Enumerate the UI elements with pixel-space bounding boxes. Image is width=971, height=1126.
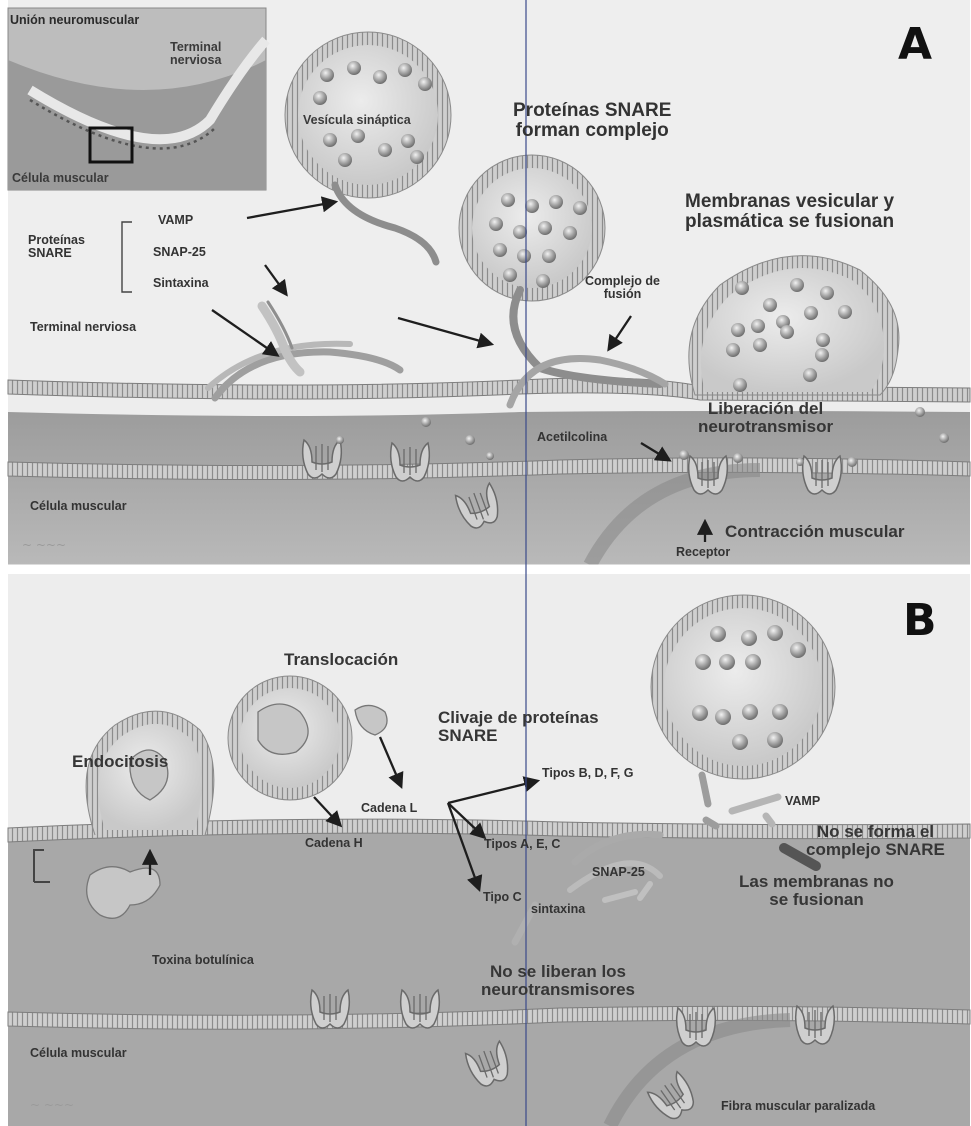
toxina-label: Toxina botulínica — [152, 954, 254, 967]
translocacion-label: Translocación — [284, 651, 398, 669]
receptor-icon — [391, 443, 430, 481]
vamp-label: VAMP — [158, 214, 193, 227]
inset-neuromuscular — [8, 8, 266, 190]
inset-terminal-label: Terminal nerviosa — [170, 41, 221, 67]
no-fusionan-label: Las membranas no se fusionan — [739, 873, 894, 909]
snare-heading: Proteínas SNARE forman complejo — [513, 101, 671, 141]
snap25-b-label: SNAP-25 — [592, 866, 645, 879]
celula-muscular-b-label: Célula muscular — [30, 1047, 127, 1060]
tipos-bdfg-label: Tipos B, D, F, G — [542, 767, 633, 780]
sintaxina-label: Sintaxina — [153, 277, 209, 290]
receptor-icon — [303, 440, 342, 478]
sintaxina-b-label: sintaxina — [531, 903, 585, 916]
receptor-icon — [796, 1006, 835, 1044]
vamp-b-label: VAMP — [785, 795, 820, 808]
acetilcolina-label: Acetilcolina — [537, 431, 607, 444]
inset-title: Unión neuromuscular — [10, 14, 139, 27]
snap25-label: SNAP-25 — [153, 246, 206, 259]
receptor-label: Receptor — [676, 546, 730, 559]
clivaje-label: Clivaje de proteínas SNARE — [438, 709, 599, 745]
contraccion-label: Contracción muscular — [725, 523, 905, 541]
celula-muscular-a-label: Célula muscular — [30, 500, 127, 513]
panel-a-letter: A — [898, 22, 932, 68]
artist-signature-a: ~ ~~~ — [22, 538, 66, 552]
no-liberan-label: No se liberan los neurotransmisores — [481, 963, 635, 999]
cadena-l-label: Cadena L — [361, 802, 417, 815]
complejo-fusion-label: Complejo de fusión — [585, 275, 660, 301]
artist-signature-b: ~ ~~~ — [30, 1098, 74, 1112]
endocitosis-label: Endocitosis — [72, 753, 168, 771]
tipos-aec-label: Tipos A, E, C — [484, 838, 560, 851]
receptor-icon — [803, 456, 842, 494]
receptor-icon — [401, 990, 440, 1028]
fusion-heading: Membranas vesicular y plasmática se fusi… — [685, 192, 894, 232]
inset-muscle-label: Célula muscular — [12, 172, 109, 185]
liberacion-label: Liberación del neurotransmisor — [698, 400, 833, 436]
vesicle-label: Vesícula sináptica — [303, 114, 411, 127]
cadena-h-label: Cadena H — [305, 837, 363, 850]
terminal-nerviosa-label: Terminal nerviosa — [30, 321, 136, 334]
receptor-icon — [689, 456, 728, 494]
proteins-group-label: Proteínas SNARE — [28, 234, 85, 260]
receptor-icon — [677, 1008, 716, 1046]
fibra-paralizada-label: Fibra muscular paralizada — [721, 1100, 875, 1113]
tipo-c-label: Tipo C — [483, 891, 522, 904]
panel-b-letter: B — [903, 598, 937, 644]
no-complejo-label: No se forma el complejo SNARE — [806, 823, 945, 859]
unfused-vesicle — [651, 595, 835, 779]
receptor-icon — [311, 990, 350, 1028]
